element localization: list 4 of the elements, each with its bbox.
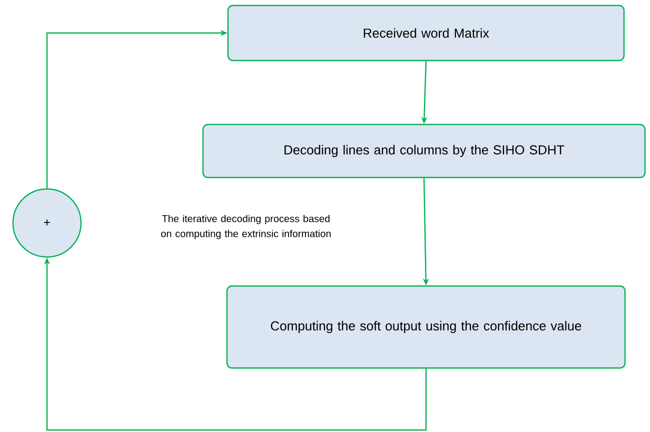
process-box: Decoding lines and columns by the SIHO SDHT bbox=[202, 124, 646, 178]
process-box: Computing the soft output using the confidence value bbox=[226, 285, 626, 369]
note-text: The iterative decoding process based on computing the extrinsic information bbox=[161, 214, 331, 240]
process-box: Received word Matrix bbox=[227, 4, 625, 62]
